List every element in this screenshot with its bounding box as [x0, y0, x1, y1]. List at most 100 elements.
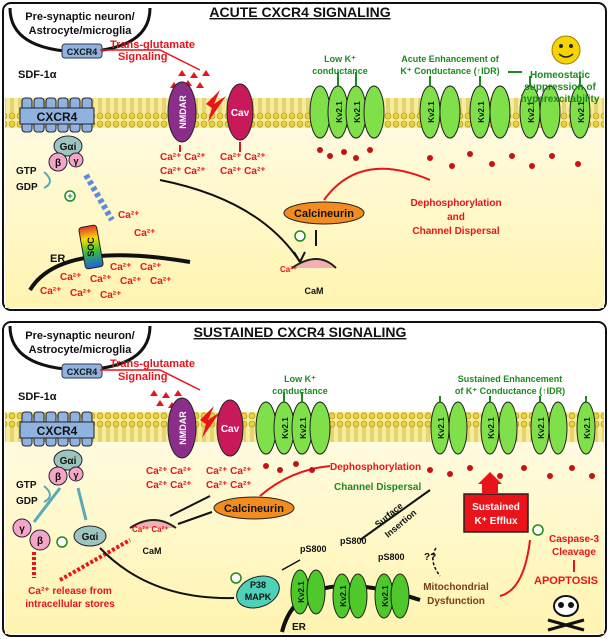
ca-free-1: Ca²⁺ [118, 210, 139, 221]
svg-text:Ca²⁺: Ca²⁺ [150, 276, 171, 287]
svg-text:Ca²⁺: Ca²⁺ [140, 262, 161, 273]
arrow [499, 539, 531, 597]
low-k-1: Low K⁺ [284, 374, 316, 384]
svg-text:Kv2.1: Kv2.1 [353, 101, 362, 123]
cxcr4-label: CXCR4 [37, 424, 78, 438]
gamma-label: γ [73, 156, 78, 166]
dashed-arrow [432, 547, 441, 577]
mito-label: Mitochondrial [423, 582, 489, 593]
ca-cav-2: Ca²⁺ Ca²⁺ [206, 480, 252, 491]
cxcr4-presyn [61, 43, 103, 59]
sustained-efflux-box [463, 493, 529, 533]
membrane [5, 98, 604, 128]
calcineurin [283, 201, 365, 225]
dashed-arrow [59, 538, 131, 582]
plus-icon [230, 572, 242, 584]
svg-text:Ca²⁺: Ca²⁺ [40, 286, 61, 297]
svg-text:Ca²⁺: Ca²⁺ [70, 288, 91, 299]
cam-protein [291, 258, 337, 269]
beta-free [29, 529, 51, 551]
plus-icon [532, 524, 544, 536]
arrow [177, 511, 213, 525]
galpha-label: Gαi [60, 456, 77, 467]
calcineurin-label: Calcineurin [294, 208, 354, 220]
gamma-subunit [68, 152, 84, 168]
cxcr4-presyn-label: CXCR4 [67, 47, 98, 57]
svg-text:Ca²⁺: Ca²⁺ [100, 290, 121, 301]
calcineurin-label: Calcineurin [224, 503, 284, 515]
svg-text:Ca²⁺: Ca²⁺ [120, 276, 141, 287]
efflux-arrow-icon [478, 472, 502, 484]
question-marks: ?? [424, 552, 436, 563]
cam-ca: Ca²⁺ Ca²⁺ [132, 525, 168, 534]
trans-glutamate-1: Trans-glutamate [110, 358, 195, 370]
surface-insertion-arrow [359, 489, 431, 541]
panel-title: ACUTE CXCR4 SIGNALING [209, 4, 390, 20]
homeostatic-2: suppression of [524, 82, 596, 93]
gdp-label: GDP [16, 496, 38, 507]
ca-cav-2: Ca²⁺ Ca²⁺ [220, 166, 266, 177]
sustained-label: Sustained [472, 502, 520, 513]
dysfunction-label: Dysfunction [427, 596, 485, 607]
galpha-free [73, 525, 107, 547]
kv-cluster-2: Kv2.1 Kv2.1 Kv2.1 Kv2.1 [419, 85, 591, 169]
svg-text:Kv2.1: Kv2.1 [583, 417, 592, 439]
cam-label: CaM [142, 546, 161, 556]
nmdar-label: NMDAR [178, 411, 188, 445]
dashed-arrow [83, 173, 115, 222]
cav-label: Cav [221, 424, 240, 435]
ps800-3: pS800 [378, 552, 405, 562]
beta-label: β [55, 472, 61, 483]
svg-text:Kv2.1: Kv2.1 [381, 585, 390, 607]
cav-channel [226, 83, 254, 141]
svg-text:Kv2.1: Kv2.1 [335, 101, 344, 123]
ca-free-2: Ca²⁺ [134, 228, 155, 239]
merge-arrow [159, 179, 301, 263]
er-label: ER [50, 253, 65, 265]
svg-text:Kv2.1: Kv2.1 [427, 101, 436, 123]
galpha-subunit [53, 135, 83, 157]
svg-text:Ca²⁺: Ca²⁺ [60, 272, 81, 283]
mapk-label: MAPK [245, 592, 272, 602]
ca-cav-1: Ca²⁺ Ca²⁺ [206, 466, 252, 477]
cxcr4-receptor: CXCR4 [19, 411, 95, 447]
er-calcium: Ca²⁺ Ca²⁺ Ca²⁺ Ca²⁺ Ca²⁺ Ca²⁺ Ca²⁺ Ca²⁺ … [40, 262, 171, 301]
svg-text:Kv2.1: Kv2.1 [437, 417, 446, 439]
galpha-subunit [53, 449, 83, 471]
ca-nmdar-1: Ca²⁺ Ca²⁺ [146, 466, 192, 477]
gtp-label: GTP [16, 480, 37, 491]
kv-er-cluster: Kv2.1 Kv2.1 Kv2.1 [290, 569, 410, 619]
skull-icon [547, 595, 585, 632]
ca-nmdar-1: Ca²⁺ Ca²⁺ [160, 152, 206, 163]
low-k-2: conductance [272, 386, 328, 396]
svg-text:Kv2.1: Kv2.1 [339, 585, 348, 607]
galpha-free-label: Gαi [82, 532, 99, 543]
beta-subunit [48, 152, 68, 172]
k-efflux-label: K⁺ Efflux [474, 516, 517, 527]
svg-text:Kv2.1: Kv2.1 [577, 101, 586, 123]
dephos-arrow [259, 465, 331, 497]
cxcr4-presyn [61, 363, 103, 379]
svg-text:+: + [67, 191, 72, 201]
er-label: ER [292, 622, 307, 633]
soc-label: SOC [86, 237, 96, 257]
ps800-1: pS800 [300, 544, 327, 554]
glutamate-line [100, 49, 201, 71]
ca-release-2: intracellular stores [25, 599, 115, 610]
acute-panel: Pre-synaptic neuron/ Astrocyte/microglia… [2, 2, 607, 311]
ps800-2: pS800 [340, 536, 367, 546]
cam-protein [129, 519, 177, 529]
dispersal-label: Channel Dispersal [412, 226, 499, 237]
gdp-label: GDP [16, 182, 38, 193]
lightning-icon [200, 406, 220, 438]
cleavage-label: Cleavage [552, 547, 596, 558]
calcineurin [213, 496, 295, 520]
nmdar-label: NMDAR [178, 95, 188, 129]
svg-text:Kv2.1: Kv2.1 [299, 417, 308, 439]
ca-cav-1: Ca²⁺ Ca²⁺ [220, 152, 266, 163]
gtp-arrow [43, 171, 51, 189]
k-arrows [337, 72, 581, 86]
svg-text:Kv2.1: Kv2.1 [477, 101, 486, 123]
trans-glutamate-1: Trans-glutamate [110, 39, 195, 51]
sdf-label: SDF-1α [18, 69, 57, 81]
